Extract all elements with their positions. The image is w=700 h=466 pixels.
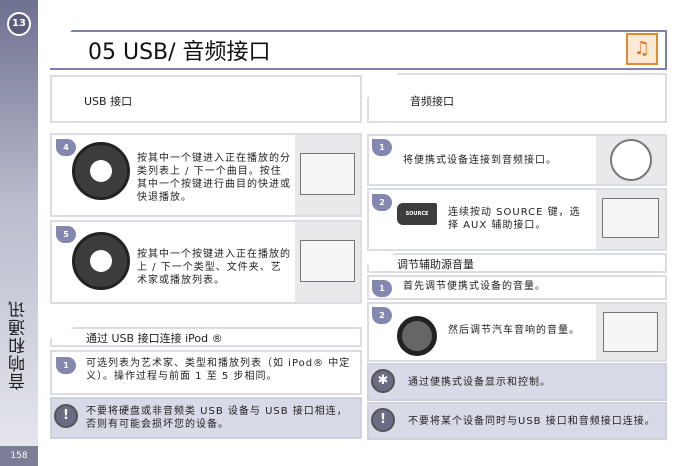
page-title: 05 USB/ 音频接口 [88,40,271,65]
step-number: 2 [372,194,392,211]
step-number: 1 [372,139,392,156]
radio-image [596,190,665,249]
warning-text: 不要将某个设备同时与USB 接口和音频接口连接。 [408,416,656,427]
radio-image [596,304,665,360]
step-text: 将便携式设备连接到音频接口。 [403,155,557,166]
ipod-step [50,350,362,395]
warning-note [50,397,362,439]
volume-header: 调节辅助源音量 [397,258,474,271]
step-number: 5 [56,226,76,243]
aux-jack-image [596,136,665,184]
sidebar [0,0,38,446]
usb-header-box [50,75,362,123]
radio-image [295,135,360,215]
volume-step-1 [367,275,667,300]
section-label: 音响和通讯 [9,300,29,390]
step-number: 4 [56,139,76,156]
usb-header: USB 接口 [84,95,133,108]
radio-image [295,222,360,302]
direction-pad-icon [72,232,130,290]
audio-header-box [367,73,667,123]
warning-text: 不要将硬盘或非音频类 USB 设备与 USB 接口相连，否则有可能会损坏您的设备… [86,406,348,430]
step-text: 按其中一个键进入正在播放的分类列表上 / 下一个曲目。按住其中一个按键进行曲目的… [137,153,291,203]
sun-icon: ✱ [371,369,395,393]
audio-header: 音频接口 [410,95,454,108]
page-number: 158 [0,446,38,466]
info-text: 通过便携式设备显示和控制。 [408,377,551,388]
info-note [367,363,667,401]
step-number: 1 [56,357,76,374]
step-text: 连续按动 SOURCE 键，选择 AUX 辅助接口。 [448,207,581,231]
direction-pad-icon [72,142,130,200]
step-text: 首先调节便携式设备的音量。 [403,281,546,292]
warning-note [367,402,667,440]
music-device-icon: ♫ [626,33,658,65]
step-text: 按其中一个按键进入正在播放的上 / 下一个类型、文件夹、艺术家或播放列表。 [137,249,291,286]
ipod-header: 通过 USB 接口连接 iPod ® [86,332,223,345]
exclamation-icon: ! [371,408,395,432]
volume-knob-icon [397,316,437,356]
title-bar [50,30,667,70]
step-text: 可选列表为艺术家、类型和播放列表（如 iPod® 中定义）。操作过程与前面 1 … [86,358,351,382]
exclamation-icon: ! [54,404,78,428]
step-number: 2 [372,307,392,324]
step-number: 1 [372,280,392,297]
chapter-badge: 13 [7,12,31,36]
source-button-icon: SOURCE [397,203,437,225]
step-text: 然后调节汽车音响的音量。 [448,325,580,336]
